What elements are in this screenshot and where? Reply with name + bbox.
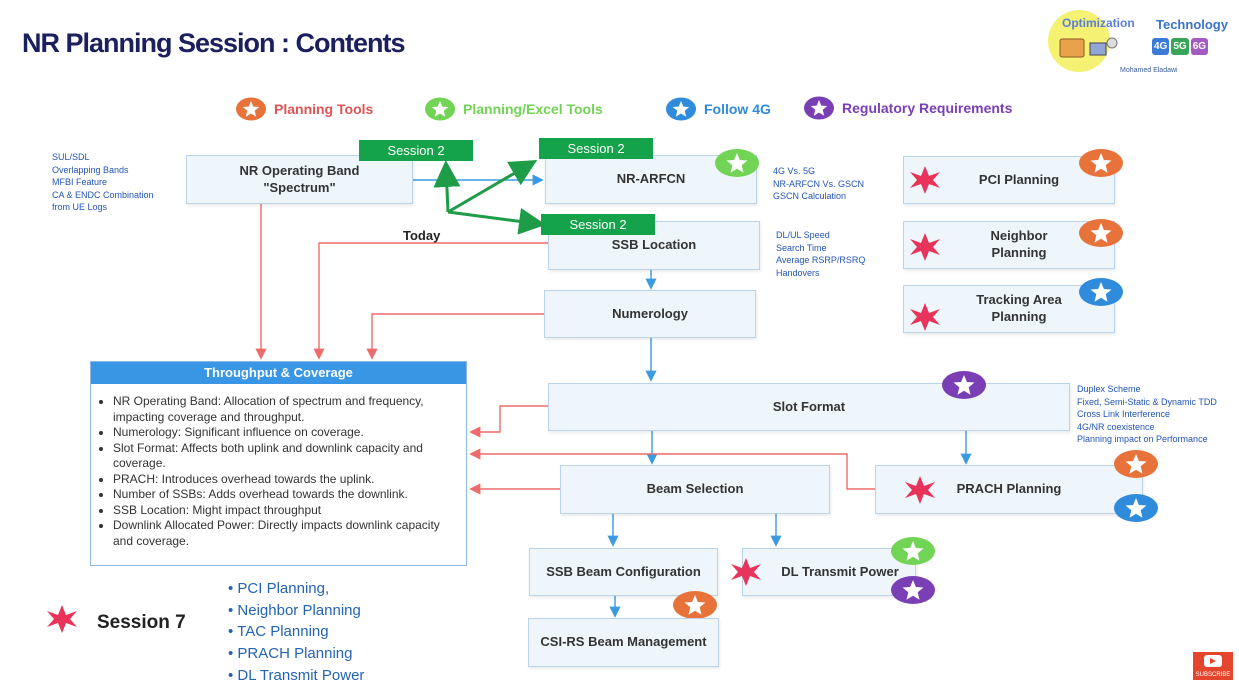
throughput-header: Throughput & Coverage <box>91 362 466 384</box>
node-label: Neighbor Planning <box>990 228 1048 260</box>
arfcn-notes: 4G Vs. 5G NR-ARFCN Vs. GSCN GSCN Calcula… <box>773 165 864 203</box>
list-item: Numerology: Significant influence on cov… <box>113 425 456 441</box>
throughput-list: NR Operating Band: Allocation of spectru… <box>91 384 466 549</box>
note-line: CA & ENDC Combination <box>52 189 154 200</box>
slot-notes: Duplex Scheme Fixed, Semi-Static & Dynam… <box>1077 383 1217 446</box>
list-item: PRACH: Introduces overhead towards the u… <box>113 472 456 488</box>
node-label: PRACH Planning <box>956 481 1062 497</box>
purple-star-badge-icon <box>942 371 986 399</box>
node-label: Tracking Area Planning <box>976 292 1062 324</box>
badge-4g: 4G <box>1152 38 1170 55</box>
list-item: NR Operating Band: Allocation of spectru… <box>113 394 456 425</box>
node-ssb-beam-configuration: SSB Beam Configuration <box>529 548 718 596</box>
throughput-coverage-panel: Throughput & Coverage NR Operating Band:… <box>90 361 467 566</box>
orange-star-badge-icon <box>1079 219 1123 247</box>
red-star-icon <box>47 605 77 633</box>
band-notes: SUL/SDL Overlapping Bands MFBI Feature C… <box>52 151 154 214</box>
session-2-tag: Session 2 <box>359 140 473 161</box>
node-label: DL Transmit Power <box>781 563 899 579</box>
legend-label: Planning/Excel Tools <box>463 101 603 117</box>
note-line: NR-ARFCN Vs. GSCN <box>773 178 865 189</box>
node-numerology: Numerology <box>544 290 756 338</box>
play-icon <box>1204 655 1222 667</box>
note-line: GSCN Calculation <box>773 191 847 201</box>
note-line: Cross Link Interference <box>1077 409 1171 419</box>
brand-optimization: Optimization <box>1062 16 1135 30</box>
author-name: Mohamed Eladawi <box>1120 67 1178 74</box>
legend-label: Planning Tools <box>274 101 374 117</box>
node-nr-operating-band: NR Operating Band "Spectrum" <box>186 155 413 204</box>
legend-excel-tools: Planning/Excel Tools <box>425 97 603 121</box>
note-line: Handovers <box>776 267 820 278</box>
note-line: Planning impact on Performance <box>1077 434 1208 444</box>
page-title: NR Planning Session : Contents <box>22 28 406 58</box>
note-line: 4G Vs. 5G <box>773 166 816 176</box>
session-7-label: Session 7 <box>97 612 186 633</box>
note-line: Fixed, Semi-Static & Dynamic TDD <box>1077 396 1217 407</box>
session-7-list: PCI Planning, Neighbor Planning TAC Plan… <box>228 578 364 687</box>
orange-star-badge-icon <box>236 97 266 121</box>
list-item: PRACH Planning <box>228 643 364 665</box>
ssb-notes: DL/UL Speed Search Time Average RSRP/RSR… <box>776 229 865 279</box>
note-line: 4G/NR coexistence <box>1077 421 1155 432</box>
note-line: Duplex Scheme <box>1077 384 1141 394</box>
badge-6g: 6G <box>1190 38 1209 55</box>
red-star-icon <box>905 476 935 504</box>
green-star-badge-icon <box>891 537 935 565</box>
subscribe-label: SUBSCRIBE <box>1195 672 1231 678</box>
list-item: SSB Location: Might impact throughput <box>113 503 456 519</box>
list-item: DL Transmit Power <box>228 665 364 687</box>
node-beam-selection: Beam Selection <box>560 465 830 514</box>
note-line: Overlapping Bands <box>52 164 129 175</box>
orange-star-badge-icon <box>1114 450 1158 478</box>
green-star-badge-icon <box>715 149 759 177</box>
session-2-tag: Session 2 <box>539 138 653 159</box>
red-star-icon <box>910 233 940 261</box>
note-line: DL/UL Speed <box>776 230 830 240</box>
note-line: from UE Logs <box>52 202 108 212</box>
subscribe-button[interactable]: SUBSCRIBE <box>1193 652 1233 680</box>
list-item: Neighbor Planning <box>228 600 364 622</box>
list-item: Number of SSBs: Adds overhead towards th… <box>113 487 456 503</box>
orange-star-badge-icon <box>1079 149 1123 177</box>
blue-star-badge-icon <box>666 97 696 121</box>
purple-star-badge-icon <box>891 576 935 604</box>
legend-label: Regulatory Requirements <box>842 100 1013 116</box>
node-csi-rs-beam-management: CSI-RS Beam Management <box>528 618 719 667</box>
note-line: Search Time <box>776 242 827 253</box>
orange-star-badge-icon <box>673 591 717 619</box>
red-star-icon <box>731 558 761 586</box>
legend-follow-4g: Follow 4G <box>666 97 771 121</box>
node-dl-transmit-power: DL Transmit Power <box>742 548 916 596</box>
today-label: Today <box>403 228 441 243</box>
note-line: SUL/SDL <box>52 152 90 162</box>
red-star-icon <box>910 166 940 194</box>
node-label: PCI Planning <box>978 171 1060 187</box>
blue-star-badge-icon <box>1079 278 1123 306</box>
purple-star-badge-icon <box>804 96 834 120</box>
red-star-icon <box>910 303 940 331</box>
note-line: Average RSRP/RSRQ <box>776 255 866 265</box>
brand-technology: Technology <box>1156 17 1228 32</box>
list-item: Downlink Allocated Power: Directly impac… <box>113 518 456 549</box>
note-line: MFBI Feature <box>52 177 108 187</box>
session-2-tag: Session 2 <box>541 214 655 235</box>
node-slot-format: Slot Format <box>548 383 1070 431</box>
blue-star-badge-icon <box>1114 494 1158 522</box>
legend-planning-tools: Planning Tools <box>236 97 373 121</box>
legend-label: Follow 4G <box>704 101 771 117</box>
badge-5g: 5G <box>1171 38 1189 55</box>
legend-regulatory: Regulatory Requirements <box>804 96 1012 120</box>
list-item: TAC Planning <box>228 621 364 643</box>
optimization-icons <box>1059 37 1118 58</box>
green-star-badge-icon <box>425 97 455 121</box>
list-item: PCI Planning, <box>228 578 364 600</box>
node-neighbor-planning: Neighbor Planning <box>903 221 1115 269</box>
list-item: Slot Format: Affects both uplink and dow… <box>113 441 456 472</box>
generation-badges: 4G 5G 6G <box>1152 38 1209 55</box>
